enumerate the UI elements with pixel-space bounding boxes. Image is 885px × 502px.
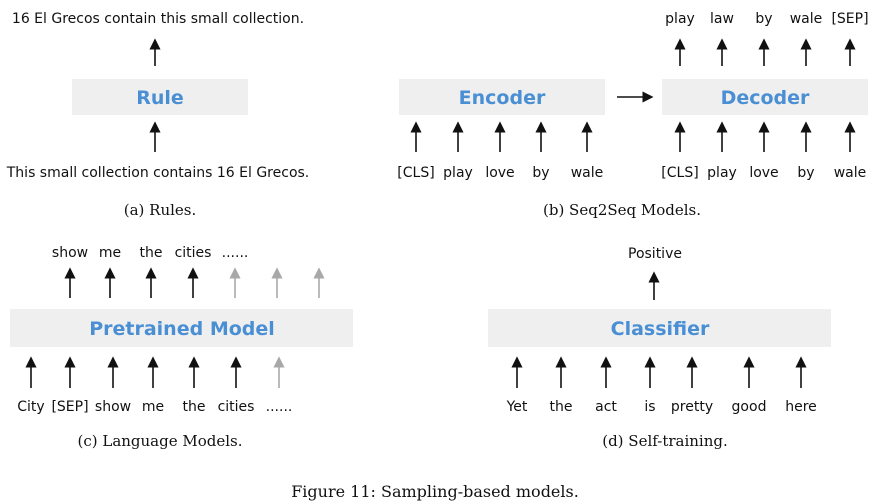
decoder-input-token: wale (834, 165, 867, 181)
classifier-input-token: act (595, 399, 617, 415)
encoder-input-token: love (485, 165, 514, 181)
encoder-input-tokens: [CLS] play love by wale (397, 121, 604, 181)
decoder-input-token: by (797, 165, 814, 181)
caption-seq2seq: (b) Seq2Seq Models. (543, 201, 701, 219)
rule-box (72, 79, 248, 115)
encoder-box (399, 79, 605, 115)
decoder-input-tokens: [CLS] play love by wale (661, 121, 867, 181)
decoder-input-token: play (707, 165, 737, 181)
decoder-input-token: [CLS] (661, 165, 698, 181)
encoder-input-token: wale (571, 165, 604, 181)
decoder-output-token: play (665, 11, 695, 27)
caption-self-training: (d) Self-training. (602, 432, 728, 450)
lm-output-token: me (99, 245, 121, 261)
classifier-input-token: here (785, 399, 817, 415)
pretrained-model-box-label: Pretrained Model (89, 318, 275, 340)
classifier-output-label: Positive (628, 246, 682, 262)
encoder-input-token: play (443, 165, 473, 181)
caption-rules: (a) Rules. (124, 201, 197, 219)
decoder-output-token: law (710, 11, 734, 27)
classifier-input-token: the (550, 399, 573, 415)
lm-output-token: show (52, 245, 88, 261)
rule-input-sentence: This small collection contains 16 El Gre… (6, 165, 310, 181)
classifier-input-token: Yet (506, 399, 528, 415)
decoder-output-token: by (755, 11, 772, 27)
classifier-input-tokens: Yet the act is pretty good here (506, 356, 817, 415)
encoder-box-label: Encoder (459, 87, 546, 109)
decoder-output-token: wale (790, 11, 823, 27)
encoder-input-token: [CLS] (397, 165, 434, 181)
pretrained-model-box (10, 309, 353, 347)
lm-input-token: the (183, 399, 206, 415)
lm-output-token: ...... (222, 245, 249, 261)
figure-caption: Figure 11: Sampling-based models. (291, 482, 579, 501)
panel-rules: 16 El Grecos contain this small collecti… (6, 11, 310, 219)
classifier-box-label: Classifier (611, 318, 710, 340)
lm-input-token: cities (218, 399, 255, 415)
panel-self-training: Positive Classifier Yet the act is pretty goo… (488, 246, 831, 450)
classifier-input-token: good (732, 399, 767, 415)
encoder-input-token: by (532, 165, 549, 181)
decoder-output-token: [SEP] (831, 11, 868, 27)
classifier-input-token: pretty (671, 399, 713, 415)
classifier-input-token: is (644, 399, 655, 415)
rule-output-sentence: 16 El Grecos contain this small collecti… (12, 11, 304, 27)
lm-input-token: ...... (266, 399, 293, 415)
caption-language-models: (c) Language Models. (77, 432, 242, 450)
lm-input-token: City (17, 399, 44, 415)
rule-box-label: Rule (136, 87, 184, 109)
lm-input-token: [SEP] (51, 399, 88, 415)
lm-input-token: me (142, 399, 164, 415)
decoder-box-label: Decoder (721, 87, 810, 109)
classifier-box (488, 309, 831, 347)
lm-input-token: show (95, 399, 131, 415)
decoder-box (662, 79, 868, 115)
decoder-input-token: love (749, 165, 778, 181)
lm-output-token: cities (175, 245, 212, 261)
lm-output-token: the (140, 245, 163, 261)
